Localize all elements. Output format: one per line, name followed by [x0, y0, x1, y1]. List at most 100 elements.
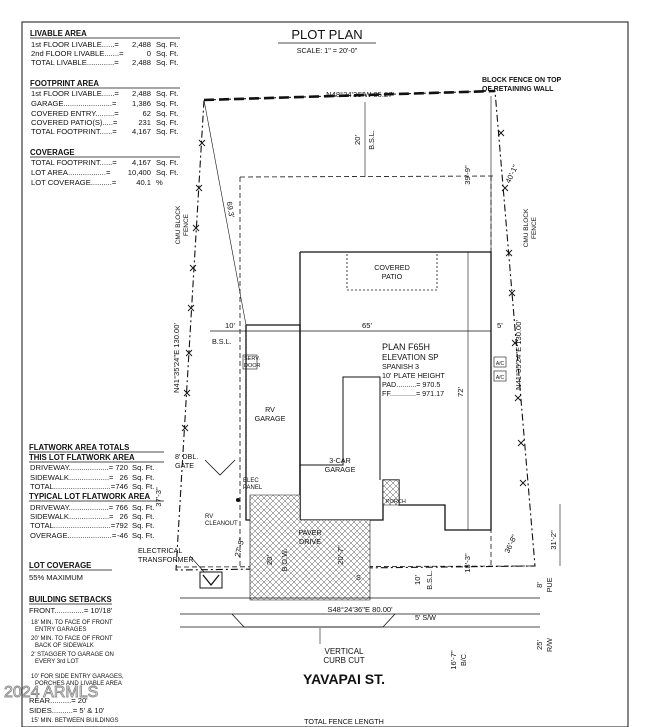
rear-bsl-label: B.S.L. — [367, 130, 376, 150]
footprint-row-label: GARAGE.......................= — [31, 99, 117, 108]
flatwork-row-unit: Sq. Ft. — [132, 463, 154, 472]
footprint-row-unit: Sq. Ft. — [156, 99, 178, 108]
paver-label: PAVER — [298, 528, 321, 537]
transformer-label: ELECTRICAL — [138, 546, 182, 555]
flatwork-row-value: 26 — [120, 512, 128, 521]
retaining-wall-fence — [203, 89, 496, 102]
livable-area-table: LIVABLE AREA 1st FLOOR LIVABLE......= 2,… — [30, 29, 180, 67]
s-label: S — [356, 573, 361, 582]
setback-front: FRONT..............= 10'/18' — [29, 606, 113, 615]
flatwork-row-label: DRIVEWAY...................= — [30, 503, 114, 512]
footprint-row-value: 2,488 — [132, 89, 151, 98]
street-name: YAVAPAI ST. — [303, 671, 385, 687]
cleanout-icon — [236, 498, 240, 502]
cmu-fence-left: CMU BLOCK — [175, 205, 182, 244]
scale-note: SCALE: 1" = 20'-0" — [297, 46, 358, 55]
bow-label: B.O.W. — [280, 549, 289, 572]
dim-drive-long: 20'-7" — [336, 545, 345, 565]
footprint-row-label: COVERED ENTRY.........= — [31, 109, 119, 118]
livable-header: LIVABLE AREA — [30, 29, 87, 38]
bottom-bearing: S48°24'36"E 80.00' — [327, 605, 393, 614]
top-bearing: N48°24'36"W 85.27' — [326, 90, 394, 99]
transformer-icon — [199, 571, 223, 589]
footprint-row-value: 231 — [138, 118, 151, 127]
rv-garage-label: GARAGE — [255, 414, 286, 423]
elec-panel-label: PANEL — [243, 485, 263, 491]
dim-rw: 25' — [535, 640, 544, 650]
livable-row-label: TOTAL LIVABLE.............= — [31, 58, 119, 67]
curb-cut-outline — [231, 613, 396, 628]
flatwork-table: FLATWORK AREA TOTALS THIS LOT FLATWORK A… — [29, 443, 164, 540]
setback-min: 15' MIN. BETWEEN BUILDINGS — [31, 718, 119, 724]
dim-depth: 72' — [456, 387, 465, 397]
covered-patio-label: COVERED — [374, 263, 410, 272]
elec-panel-label: ELEC — [243, 478, 259, 484]
page-title: PLOT PLAN — [291, 27, 362, 42]
lot-boundary — [175, 90, 536, 571]
plan-ff: FF.............= 971.17 — [382, 389, 444, 398]
bc-label: B/C — [459, 654, 468, 666]
flatwork-row-value: -46 — [117, 531, 128, 540]
plan-elevation: ELEVATION SP — [382, 353, 439, 362]
water-meter-icon — [202, 574, 220, 587]
right-bearing: N41°35'24"E 130.00' — [514, 320, 523, 390]
livable-row-unit: Sq. Ft. — [156, 58, 178, 67]
flatwork-row-label: TOTAL...........................= — [30, 482, 116, 491]
livable-row-unit: Sq. Ft. — [156, 40, 178, 49]
paver-drive — [249, 479, 400, 601]
pue-label: PUE — [545, 577, 554, 592]
plan-info: PLAN F65H ELEVATION SP SPANISH 3 10' PLA… — [382, 342, 445, 398]
flatwork-row-unit: Sq. Ft. — [132, 512, 154, 521]
lot-coverage-header: LOT COVERAGE — [29, 561, 91, 570]
curb-cut-label: CURB CUT — [323, 656, 364, 665]
flatwork-row-unit: Sq. Ft. — [132, 521, 154, 530]
rw-label: R/W — [545, 638, 554, 652]
dim-bc: 16'-7" — [449, 650, 458, 670]
coverage-row-unit: Sq. Ft. — [156, 168, 178, 177]
sheet-border — [21, 21, 629, 727]
flatwork-row-label: SIDEWALK...................= — [30, 473, 114, 482]
dim-left-diag: 69.3' — [225, 201, 237, 219]
cmu-fence-left: FENCE — [183, 213, 190, 236]
coverage-row-value: 10,400 — [128, 168, 151, 177]
ac-unit — [493, 370, 507, 382]
left-fence-marks — [181, 139, 206, 432]
footprint-row-value: 4,167 — [132, 127, 151, 136]
rv-cleanout-label: RV — [205, 514, 213, 520]
footprint-area-table: FOOTPRINT AREA 1st FLOOR LIVABLE......= … — [30, 79, 180, 136]
setback-note: EVERY 3rd LOT — [35, 659, 79, 665]
property-line — [175, 89, 536, 571]
plan-pad: PAD..........= 970.5 — [382, 380, 440, 389]
car-garage-label: 3-CAR — [329, 456, 351, 465]
footprint-row-value: 1,386 — [132, 99, 151, 108]
plan-name: PLAN F65H — [382, 342, 430, 352]
porch-label: PORCH — [386, 499, 406, 505]
flatwork-row-value: 766 — [115, 503, 128, 512]
right-fence-marks — [497, 129, 527, 487]
ac-unit — [493, 356, 507, 368]
bsl-label: B.S.L. — [212, 337, 232, 346]
dim-front-bsl: 10' — [413, 575, 422, 585]
setback-note: 10' FOR SIDE ENTRY GARAGES, — [31, 674, 124, 680]
left-bearing: N41°35'24"E 130.00' — [172, 323, 181, 393]
footprint-header: FOOTPRINT AREA — [30, 79, 99, 88]
flatwork-row-unit: Sq. Ft. — [132, 503, 154, 512]
setbacks-header: BUILDING SETBACKS — [29, 595, 112, 604]
coverage-row-unit: % — [156, 178, 163, 187]
cmu-fence-right: FENCE — [531, 216, 538, 239]
livable-row-value: 2,488 — [132, 40, 151, 49]
cmu-fence-right: CMU BLOCK — [523, 208, 530, 247]
dim-right-rear: 39'-9" — [463, 165, 472, 185]
transformer-leader — [189, 555, 206, 574]
coverage-row-value: 40.1 — [136, 178, 151, 187]
setback-note: 2' STAGGER TO GARAGE ON — [31, 652, 114, 658]
dim-31: 31'-2" — [549, 530, 558, 550]
flatwork-row-value: 792 — [115, 521, 128, 530]
flatwork-row-value: 746 — [115, 482, 128, 491]
footprint-row-unit: Sq. Ft. — [156, 127, 178, 136]
footprint-row-value: 62 — [143, 109, 151, 118]
setback-note: 18' MIN. TO FACE OF FRONT — [31, 620, 113, 626]
rear-setback-line — [239, 175, 496, 178]
dim-left-37: 37'-3" — [154, 487, 163, 507]
